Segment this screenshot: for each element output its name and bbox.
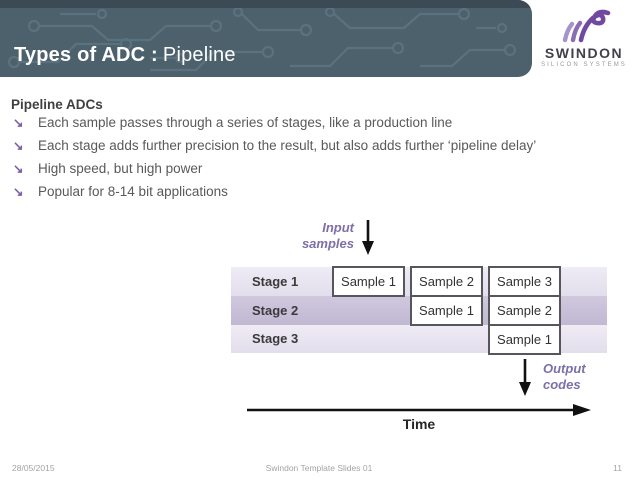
sample-box: Sample 1 (410, 295, 483, 326)
input-samples-label: Input samples (301, 220, 354, 251)
footer-doc-title: Swindon Template Slides 01 (265, 463, 373, 473)
logo-tagline: SILICON SYSTEMS (541, 62, 627, 68)
bullet-arrow-icon: ↘ (13, 139, 24, 153)
sample-box: Sample 1 (332, 266, 405, 297)
bullet-item: ↘ Popular for 8-14 bit applications (11, 184, 621, 200)
sample-box: Sample 1 (488, 324, 561, 355)
logo-name: SWINDON (544, 45, 624, 61)
footer-page-number: 11 (613, 463, 622, 473)
time-axis-label: Time (402, 416, 436, 432)
output-codes-label: Output codes (543, 361, 586, 392)
stage-label: Stage 1 (252, 274, 299, 289)
stage-label: Stage 3 (252, 331, 299, 346)
header-bar: Types of ADC :Pipeline (0, 0, 532, 77)
bullet-arrow-icon: ↘ (13, 116, 24, 130)
input-arrow-down-icon (362, 220, 374, 255)
bullet-text: Popular for 8-14 bit applications (38, 184, 228, 199)
page-title-strong: Types of ADC : (14, 44, 158, 66)
circuit-pattern-icon (7, 6, 517, 72)
bullet-item: ↘ Each stage adds further precision to t… (11, 138, 621, 154)
bullet-text: High speed, but high power (38, 161, 203, 176)
bullet-list: ↘ Each sample passes through a series of… (11, 116, 621, 208)
page-title-light: Pipeline (162, 44, 236, 66)
footer-date: 28/05/2015 (12, 463, 55, 473)
swindon-logo: SWINDON SILICON SYSTEMS (536, 8, 632, 69)
logo-swirl-icon (562, 9, 611, 43)
bullet-text: Each sample passes through a series of s… (38, 115, 453, 130)
time-axis-arrow-icon (247, 404, 591, 416)
header-top-strip (0, 0, 532, 8)
output-arrow-down-icon (519, 359, 531, 396)
sample-box: Sample 3 (488, 266, 561, 297)
bullet-arrow-icon: ↘ (13, 162, 24, 176)
bullet-text: Each stage adds further precision to the… (38, 138, 537, 153)
section-heading: Pipeline ADCs (11, 97, 103, 112)
stage-label: Stage 2 (252, 303, 299, 318)
sample-box: Sample 2 (410, 266, 483, 297)
bullet-item: ↘ Each sample passes through a series of… (11, 115, 621, 131)
bullet-item: ↘ High speed, but high power (11, 161, 621, 177)
page-title: Types of ADC :Pipeline (14, 44, 236, 67)
bullet-arrow-icon: ↘ (13, 185, 24, 199)
sample-box: Sample 2 (488, 295, 561, 326)
